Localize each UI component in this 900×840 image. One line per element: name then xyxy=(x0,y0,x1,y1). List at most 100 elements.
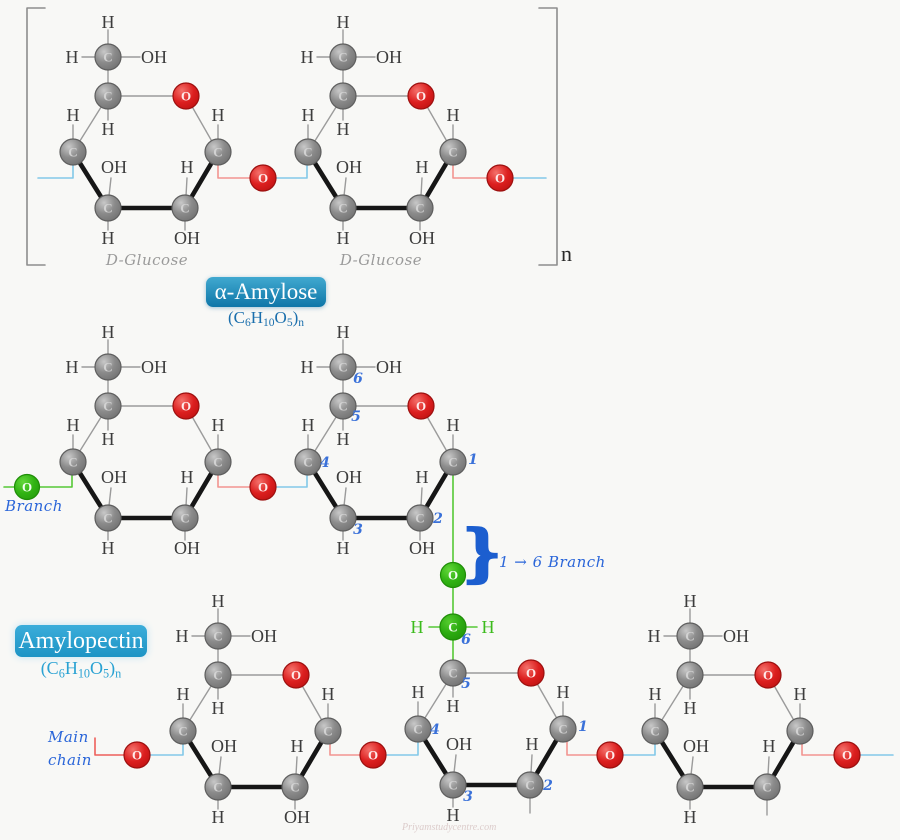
hydrogen-label: H xyxy=(102,119,115,139)
atom-letter: C xyxy=(213,780,222,795)
formula-part: H xyxy=(64,658,78,678)
glycosidic-connector-blue xyxy=(262,161,308,179)
hydrogen-label: H xyxy=(416,157,429,177)
ring-bond xyxy=(530,754,533,774)
atom-carbon xyxy=(59,448,87,476)
hydrogen-label: H xyxy=(648,626,661,646)
glycosidic-connector-pink xyxy=(217,473,264,488)
glycosidic-connector-blue xyxy=(609,740,656,756)
hydrogen-label: OH xyxy=(101,467,127,487)
atom-letter: O xyxy=(181,89,191,104)
atom-oxygen xyxy=(407,392,435,420)
atom-carbon xyxy=(516,771,544,799)
one-six-branch-label: 1 → 6 Branch xyxy=(499,553,606,571)
atom-carbon xyxy=(549,715,577,743)
atom-letter: C xyxy=(338,50,347,65)
atom-letter: C xyxy=(103,201,112,216)
atom-carbon xyxy=(439,613,467,641)
atom-letter: C xyxy=(323,724,332,739)
hydrogen-label: H xyxy=(66,357,79,377)
atom-letter: C xyxy=(338,511,347,526)
hydrogen-label: OH xyxy=(284,807,310,827)
amylopectin-formula: (C6H10O5)n xyxy=(11,658,151,681)
hydrogen-label: H xyxy=(301,357,314,377)
carbon-number: 5 xyxy=(461,676,471,692)
atom-carbon xyxy=(439,771,467,799)
atom-oxygen xyxy=(596,741,624,769)
atom-carbon xyxy=(294,138,322,166)
hydrogen-label: OH xyxy=(211,736,237,756)
hydrogen-label: OH xyxy=(409,538,435,558)
atom-carbon xyxy=(281,773,309,801)
atom-letter: C xyxy=(103,511,112,526)
hydrogen-label: H xyxy=(337,119,350,139)
atom-letter: C xyxy=(525,778,534,793)
atom-oxygen xyxy=(439,561,467,589)
main-chain-line1: Main xyxy=(48,728,89,746)
atom-carbon xyxy=(676,773,704,801)
d-glucose-caption-2: D-Glucose xyxy=(339,251,423,269)
carbon-number: 2 xyxy=(542,778,553,794)
hydrogen-label: H xyxy=(212,415,225,435)
atom-carbon xyxy=(94,82,122,110)
atom-carbon xyxy=(676,661,704,689)
hydrogen-label: OH xyxy=(141,47,167,67)
formula-part: 10 xyxy=(263,316,275,330)
formula-part: ) xyxy=(109,658,116,678)
formula-part: H xyxy=(250,308,263,327)
atom-letter: O xyxy=(258,171,268,186)
hydrogen-label: H xyxy=(67,415,80,435)
hydrogen-label: H xyxy=(337,429,350,449)
carbon-number: 4 xyxy=(430,722,440,738)
ring-bond xyxy=(185,487,188,507)
atom-carbon xyxy=(94,194,122,222)
hydrogen-label: H xyxy=(684,591,697,611)
atom-letter: O xyxy=(526,666,536,681)
hydrogen-label: H xyxy=(212,807,225,827)
atom-letter: O xyxy=(416,89,426,104)
atom-carbon xyxy=(676,622,704,650)
hydrogen-label: H xyxy=(649,684,662,704)
atom-carbon xyxy=(439,659,467,687)
hydrogen-label: OH xyxy=(141,357,167,377)
hydrogen-label: OH xyxy=(376,357,402,377)
atom-carbon xyxy=(786,717,814,745)
glycosidic-connector-pink xyxy=(801,740,848,756)
atom-oxygen xyxy=(249,473,277,501)
hydrogen-label: H xyxy=(322,684,335,704)
hydrogen-label: H xyxy=(67,105,80,125)
atom-carbon xyxy=(94,43,122,71)
atom-carbon xyxy=(329,353,357,381)
hydrogen-label: H xyxy=(102,538,115,558)
atom-oxygen xyxy=(123,741,151,769)
main-chain-label: Main chain xyxy=(48,726,92,772)
atom-oxygen xyxy=(517,659,545,687)
repeat-bracket xyxy=(26,7,46,266)
atom-oxygen xyxy=(486,164,514,192)
atom-carbon xyxy=(204,448,232,476)
atom-letter: C xyxy=(762,780,771,795)
carbon-number: 4 xyxy=(320,455,330,471)
repeat-bracket xyxy=(538,7,558,266)
hydrogen-label: H xyxy=(302,105,315,125)
atom-letter: O xyxy=(291,668,301,683)
atom-letter: C xyxy=(685,780,694,795)
atom-carbon xyxy=(171,194,199,222)
atom-carbon xyxy=(204,138,232,166)
hydrogen-label: H xyxy=(526,734,539,754)
glycosidic-connector-blue xyxy=(37,161,74,179)
atom-letter: C xyxy=(103,89,112,104)
atom-letter: C xyxy=(213,629,222,644)
amylose-formula: (C6H10O5)n xyxy=(196,308,336,329)
hydrogen-label: H xyxy=(302,415,315,435)
atom-letter: C xyxy=(415,511,424,526)
atom-carbon xyxy=(94,504,122,532)
ring-bond xyxy=(420,487,423,507)
carbon-number: 1 xyxy=(578,719,588,735)
carbon-number: 2 xyxy=(432,511,443,527)
atom-oxygen xyxy=(359,741,387,769)
hydrogen-label: H xyxy=(684,807,697,827)
hydrogen-label: H xyxy=(102,322,115,342)
atom-letter: C xyxy=(103,360,112,375)
